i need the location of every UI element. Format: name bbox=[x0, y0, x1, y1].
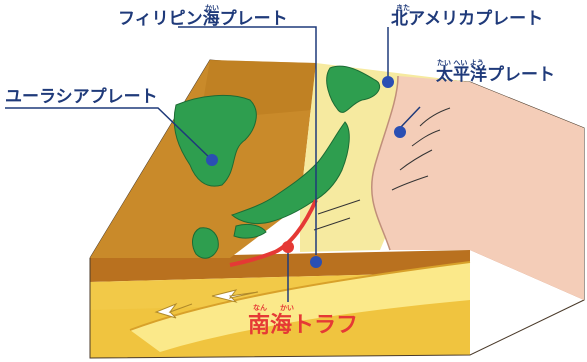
pacific-ruby: たい へい よう bbox=[437, 59, 484, 67]
leader-philippine bbox=[178, 26, 317, 255]
slab-arrows bbox=[154, 289, 259, 319]
japan-trench-edge bbox=[371, 75, 399, 251]
north-american-plate-label: 北アメリカプレート bbox=[391, 9, 544, 29]
philippine-ruby: かい bbox=[205, 4, 219, 12]
pacific-plate-surface bbox=[371, 76, 584, 300]
arrow-3 bbox=[399, 149, 433, 171]
arrow-2 bbox=[411, 129, 441, 147]
arrow-1 bbox=[419, 107, 451, 127]
eurasian-plate-label: ユーラシアプレート bbox=[5, 87, 158, 107]
leader-lines bbox=[5, 26, 421, 302]
marker-philippine bbox=[310, 256, 322, 268]
honshu-island bbox=[231, 121, 350, 225]
marker-eurasian bbox=[206, 154, 218, 166]
marker-pacific bbox=[394, 126, 406, 138]
leader-pacific bbox=[399, 106, 421, 129]
slab-arrow-2 bbox=[154, 302, 193, 319]
leader-eurasian bbox=[5, 107, 213, 161]
philippine-plate-label: フィリピン海プレート bbox=[118, 9, 288, 29]
slab-arrow-1 bbox=[211, 289, 259, 303]
continent-landmass bbox=[173, 95, 257, 187]
trough-ruby-nan: なん bbox=[253, 304, 267, 312]
front-subducting-slab bbox=[130, 262, 470, 352]
arrow-6 bbox=[313, 217, 351, 231]
shikoku-island bbox=[233, 223, 267, 239]
pacific-motion-arrows bbox=[313, 107, 451, 231]
kyushu-island bbox=[192, 227, 219, 259]
marker-north-american bbox=[382, 76, 394, 88]
marker-trough bbox=[282, 241, 294, 253]
arrow-4 bbox=[391, 175, 429, 191]
nankai-trough-label: 南海トラフ bbox=[248, 313, 359, 338]
trough-ruby-kai: かい bbox=[280, 304, 294, 312]
north-american-ruby: きた bbox=[396, 4, 410, 12]
arrow-5 bbox=[317, 199, 361, 215]
nankai-trough-line bbox=[229, 199, 318, 267]
pacific-plate-label: 太平洋プレート bbox=[436, 65, 555, 85]
front-slab-edge bbox=[129, 261, 471, 331]
hokkaido-island bbox=[326, 65, 380, 113]
